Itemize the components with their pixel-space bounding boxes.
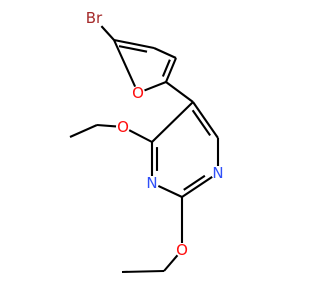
bond-6 [165, 81, 194, 103]
atom-n-1: N [212, 164, 223, 182]
bond-layer [69, 25, 220, 274]
bond-17 [163, 254, 179, 272]
bond-18 [121, 269, 165, 274]
atom-o-ethoxy-4: O [117, 118, 129, 136]
atom-o-ethoxy-2: O [176, 241, 188, 259]
bond-12 [151, 101, 194, 143]
bond-1 [113, 39, 137, 88]
bond-9-a [181, 176, 213, 198]
atom-o-furan: O [132, 84, 144, 102]
bond-2 [144, 81, 167, 92]
bond-14 [96, 123, 117, 128]
bond-15 [69, 124, 98, 138]
atom-br: Br [86, 9, 103, 27]
bond-5-b [118, 45, 148, 53]
bond-3-b [161, 59, 171, 77]
bond-7-a [192, 101, 219, 139]
molecule-drawing: Br O O N N O [69, 9, 224, 274]
atom-n-3: N [146, 174, 157, 192]
bond-7-b [191, 109, 212, 137]
bond-5-a [113, 38, 155, 50]
bond-3-a [165, 57, 177, 83]
bond-10 [157, 185, 183, 198]
atom-label-layer: Br O O N N O [86, 9, 224, 259]
bond-4 [153, 47, 177, 59]
bond-9-b [183, 174, 206, 191]
bond-0 [100, 25, 115, 41]
structure-diagram: Br O O N N O [69, 9, 224, 274]
bond-13 [128, 129, 153, 143]
